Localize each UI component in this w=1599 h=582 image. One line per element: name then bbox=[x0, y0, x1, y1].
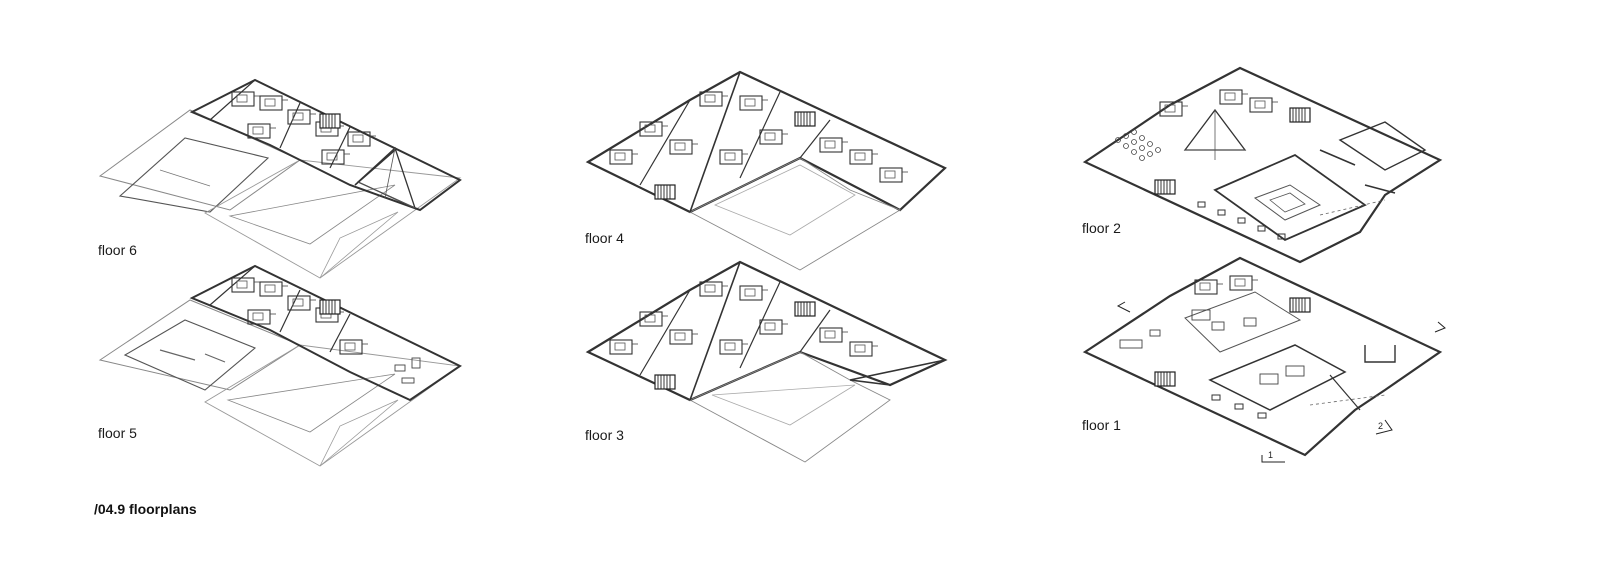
plan-floor-3 bbox=[585, 260, 948, 463]
section-mark-1: 1 bbox=[1268, 450, 1273, 460]
plan-floor-6 bbox=[98, 78, 462, 279]
plan-floor-5 bbox=[98, 264, 462, 467]
floor-6-label: floor 6 bbox=[98, 242, 137, 258]
sheet-title: /04.9 floorplans bbox=[94, 501, 197, 517]
plan-floor-2 bbox=[1082, 66, 1443, 264]
section-mark-2: 2 bbox=[1378, 421, 1383, 431]
floor-1-label: floor 1 bbox=[1082, 417, 1121, 433]
plan-floor-4 bbox=[585, 70, 947, 271]
floor-4-label: floor 4 bbox=[585, 230, 624, 246]
floor-3-label: floor 3 bbox=[585, 427, 624, 443]
floor-5-label: floor 5 bbox=[98, 425, 137, 441]
plan-floor-1 bbox=[1082, 256, 1446, 463]
floor-2-label: floor 2 bbox=[1082, 220, 1121, 236]
